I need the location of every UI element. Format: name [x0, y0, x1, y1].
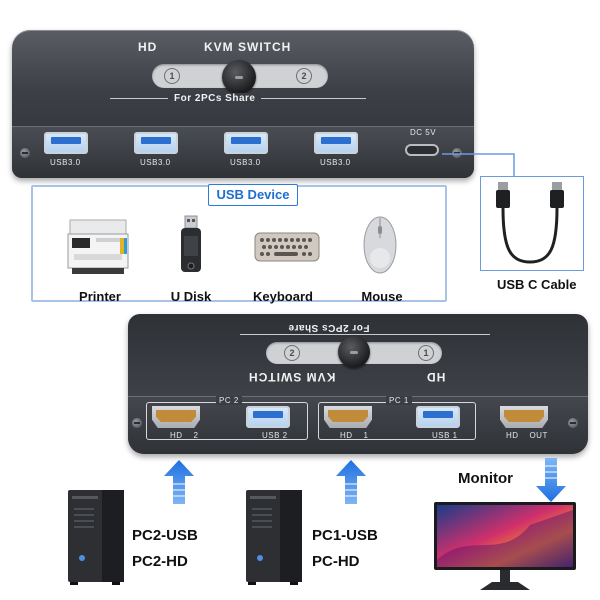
- usb-port-1[interactable]: [44, 132, 88, 154]
- hdmi-port-pc1[interactable]: [324, 406, 372, 428]
- pc2-hd-label: PC2-HD: [132, 553, 188, 570]
- pc2-group-label: PC 2: [216, 396, 242, 405]
- screw-icon: [452, 148, 462, 158]
- usb-port-label-4: USB3.0: [320, 158, 351, 167]
- port-label-usb1: USB 1: [432, 431, 458, 440]
- screw-icon: [568, 418, 578, 428]
- pc1-usb-label: PC1-USB: [312, 527, 378, 544]
- screw-icon: [20, 148, 30, 158]
- usb-port-pc1[interactable]: [416, 406, 460, 428]
- usb-c-power-port[interactable]: [405, 144, 439, 156]
- usb-port-3[interactable]: [224, 132, 268, 154]
- mouse-icon: [363, 216, 397, 274]
- usb-port-4[interactable]: [314, 132, 358, 154]
- power-label: DC 5V: [410, 128, 437, 137]
- device-title: KVM SWITCH: [204, 40, 292, 54]
- usb-device-tag: USB Device: [208, 184, 298, 206]
- device-label-mouse: Mouse: [361, 289, 403, 304]
- device-label-u-disk: U Disk: [170, 289, 212, 304]
- arrow-down-icon: [536, 458, 566, 502]
- pc1-group-label: PC 1: [386, 396, 412, 405]
- port-label-hd1: HD 1: [340, 431, 369, 440]
- usb-c-cable-label: USB C Cable: [497, 277, 577, 292]
- port-label-usb2: USB 2: [262, 431, 288, 440]
- usb-port-pc2[interactable]: [246, 406, 290, 428]
- device-label-printer: Printer: [79, 289, 121, 304]
- brand-hd-label: HD: [138, 40, 158, 54]
- share-text: For 2PCs Share: [168, 93, 262, 104]
- usb-drive-icon: [181, 215, 201, 272]
- port-label-hd2: HD 2: [170, 431, 199, 440]
- switch-number-2-bottom: 2: [284, 345, 300, 361]
- switch-button-bottom[interactable]: [338, 336, 370, 368]
- arrow-up-icon: [336, 460, 366, 504]
- device-label-keyboard: Keyboard: [253, 289, 313, 304]
- switch-button[interactable]: [222, 60, 256, 94]
- screw-icon: [132, 418, 142, 428]
- printer-icon: [67, 219, 129, 274]
- usb-port-label-2: USB3.0: [140, 158, 171, 167]
- usb-port-2[interactable]: [134, 132, 178, 154]
- monitor-icon: [434, 502, 576, 590]
- usb-port-label-3: USB3.0: [230, 158, 261, 167]
- desktop-pc-icon: [246, 490, 302, 585]
- share-text-bottom: For 2PCs Share: [288, 322, 370, 333]
- port-label-hd-out: HD OUT: [506, 431, 548, 440]
- monitor-label: Monitor: [458, 470, 513, 487]
- hdmi-port-pc2[interactable]: [152, 406, 200, 428]
- cable-connector-line: [442, 153, 515, 176]
- hdmi-port-out[interactable]: [500, 406, 548, 428]
- divider-line: [240, 334, 490, 335]
- switch-number-1-bottom: 1: [418, 345, 434, 361]
- pc1-hd-label: PC-HD: [312, 553, 360, 570]
- usb-port-label-1: USB3.0: [50, 158, 81, 167]
- brand-hd-label-bottom: HD: [426, 370, 446, 384]
- pc2-usb-label: PC2-USB: [132, 527, 198, 544]
- switch-number-2: 2: [296, 68, 312, 84]
- desktop-pc-icon: [68, 490, 124, 585]
- usb-c-cable-icon: [496, 182, 564, 264]
- keyboard-icon: [254, 232, 320, 262]
- device-title-bottom: KVM SWITCH: [248, 370, 336, 384]
- switch-number-1: 1: [164, 68, 180, 84]
- arrow-up-icon: [164, 460, 194, 504]
